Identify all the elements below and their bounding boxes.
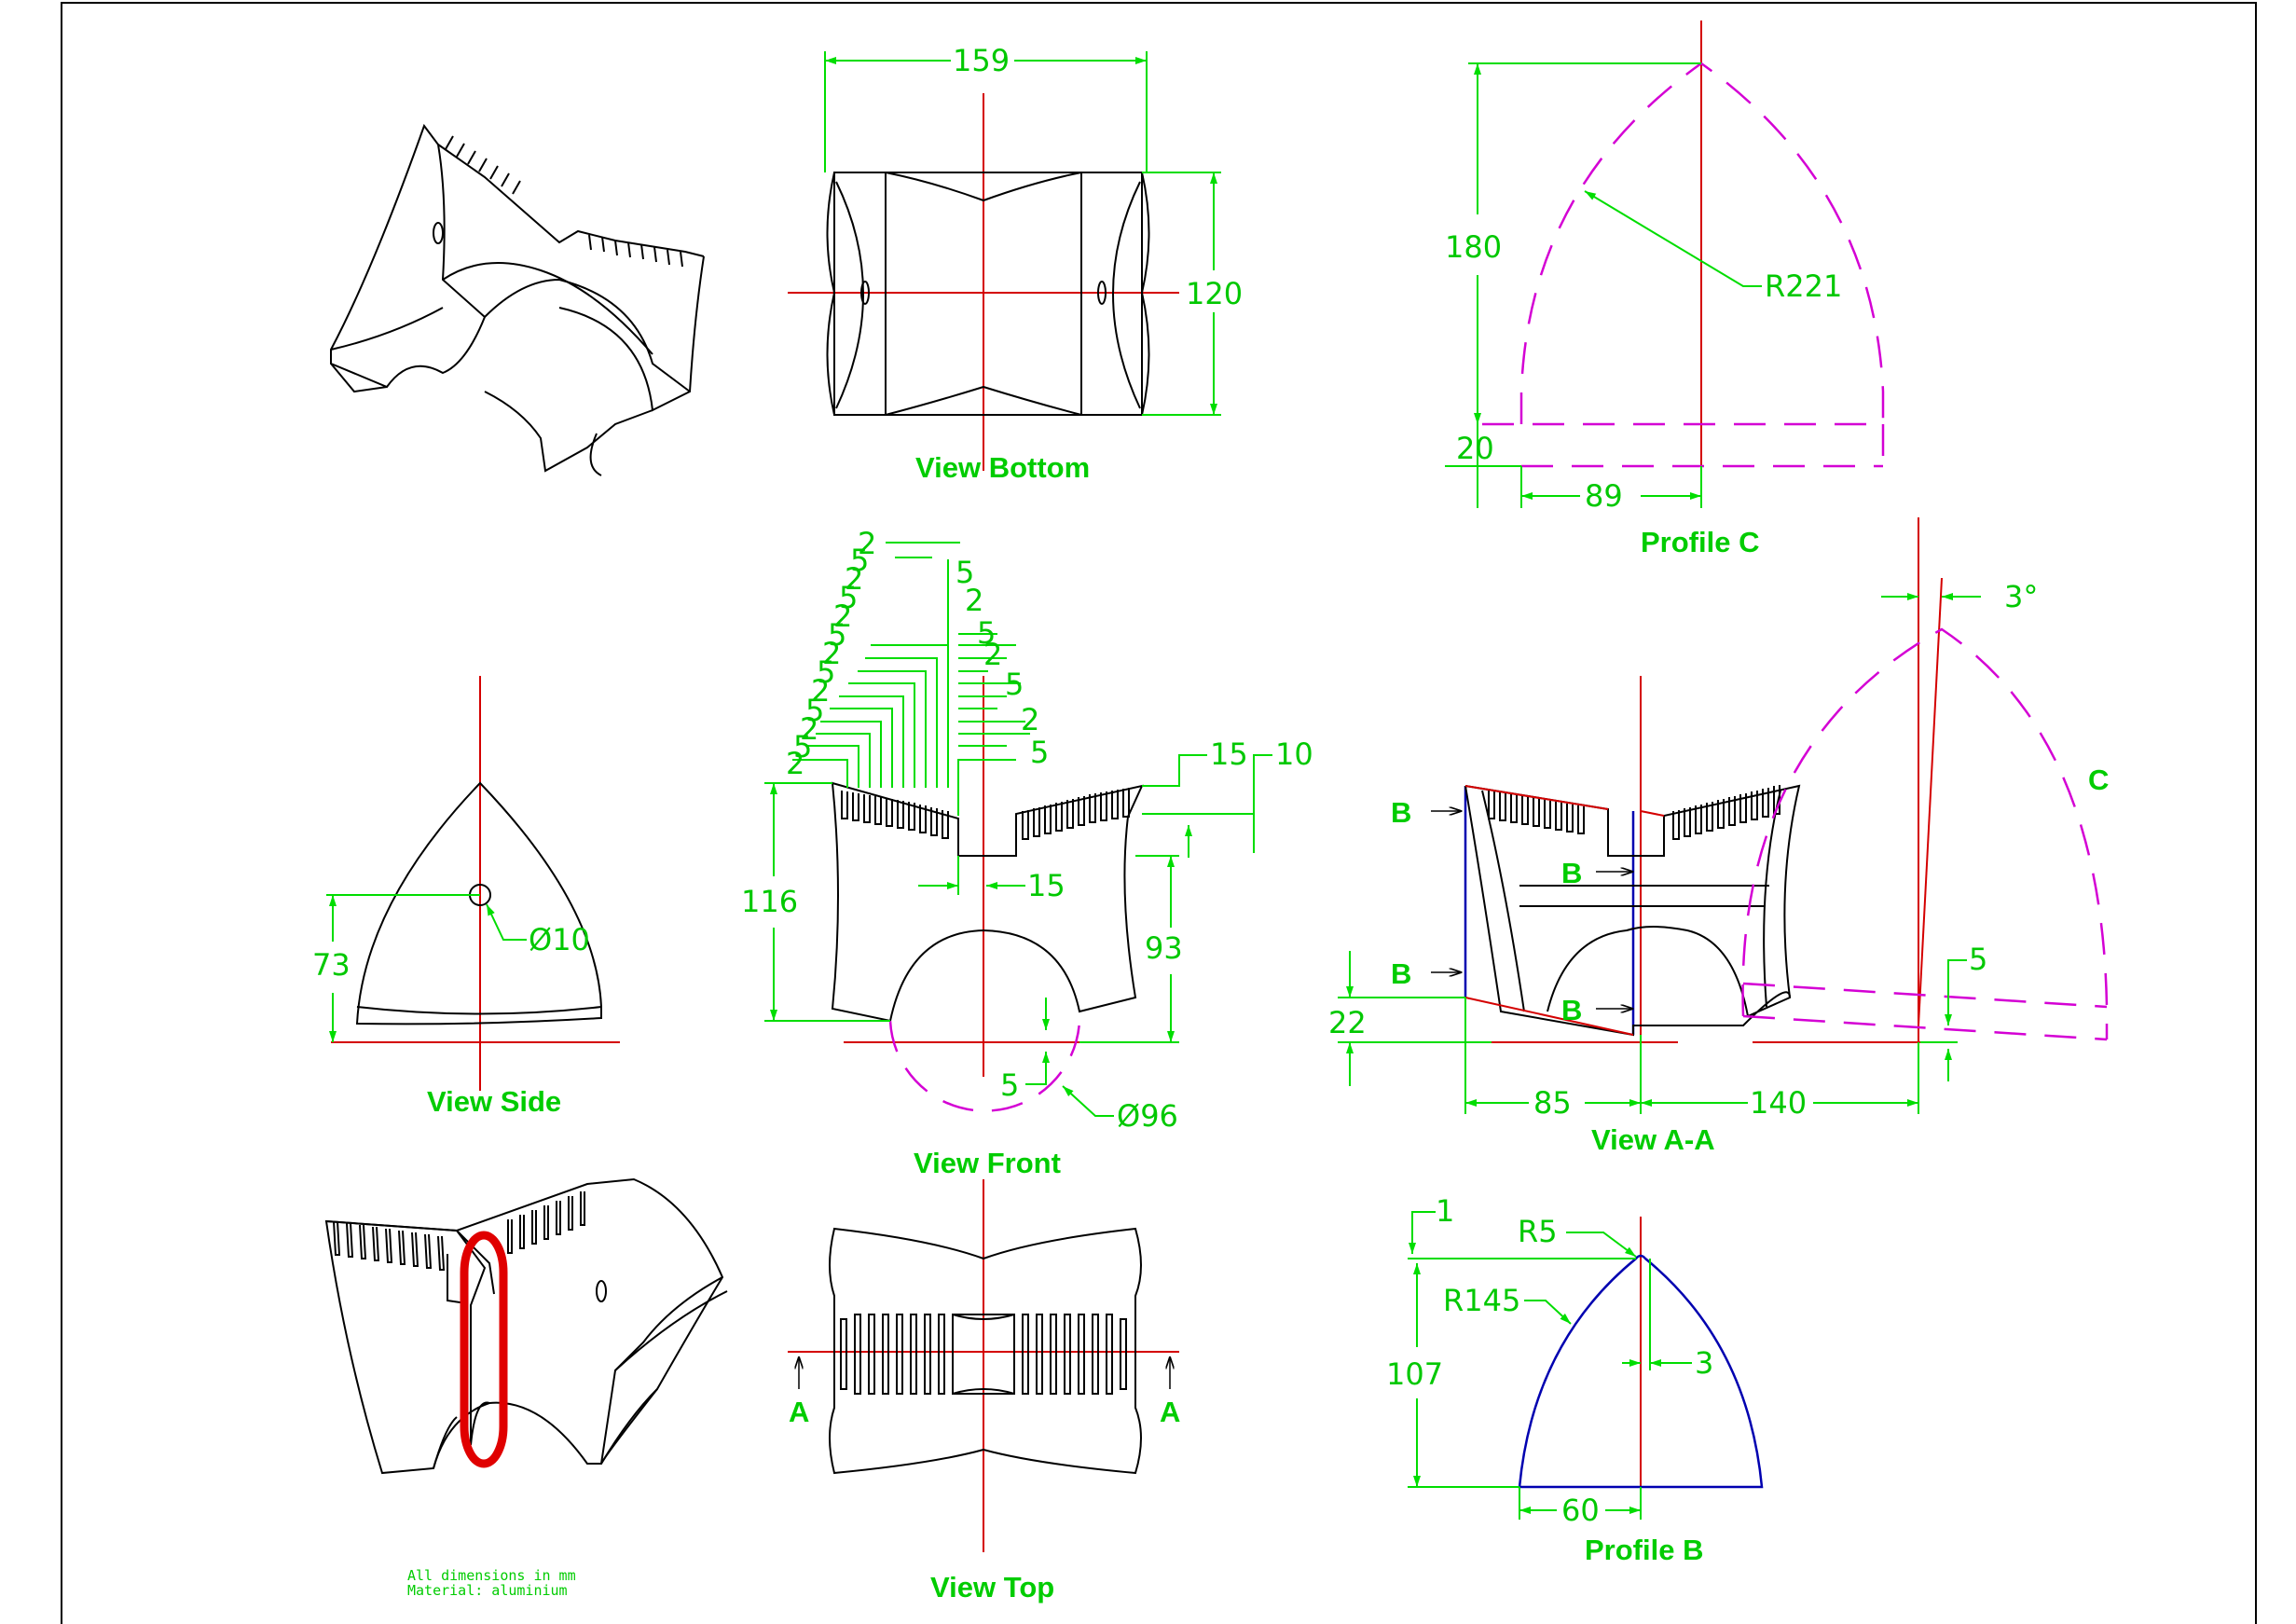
dim-section-base-height: 22 (1328, 1005, 1367, 1040)
isometric-view-bottom (324, 1177, 728, 1475)
dim-front-height-right: 93 (1145, 930, 1183, 966)
fin-pitch-13: 2 (858, 526, 876, 561)
fin-pitch-10: 5 (839, 580, 858, 615)
note-material: Material: aluminium (407, 1582, 568, 1599)
section-marker-a-right: A (1160, 1396, 1180, 1428)
dim-front-arc-offset: 5 (1000, 1067, 1019, 1103)
dim-profile-b-tip-radius: R5 (1518, 1214, 1558, 1249)
section-marker-a-left: A (789, 1396, 809, 1428)
dim-profile-b-top-offset: 1 (1436, 1193, 1454, 1229)
dim-bottom-height: 120 (1186, 276, 1243, 311)
cut-label-b-1: B (1391, 796, 1411, 829)
cut-label-b-2: B (1391, 957, 1411, 990)
dim-profile-c-height: 180 (1445, 229, 1502, 265)
fin-pitch-20: 5 (1030, 735, 1049, 770)
dim-section-offset: 5 (1969, 942, 1987, 977)
dim-profile-c-radius: R221 (1765, 268, 1842, 304)
profile-c: 180 20 89 R221 Profile C (1445, 21, 1885, 558)
dim-profile-c-base: 20 (1456, 431, 1494, 466)
isometric-view-top (330, 123, 705, 476)
iso-top-fins-b (588, 234, 683, 268)
view-section-title: View A-A (1591, 1123, 1715, 1156)
view-side: 73 Ø10 View Side (312, 676, 620, 1118)
dim-section-right: 140 (1750, 1085, 1807, 1121)
fin-pitch-17: 2 (983, 637, 1002, 672)
dim-front-fin-depth: 15 (1210, 736, 1248, 772)
highlight-marker (460, 1231, 508, 1468)
drawing-notes: All dimensions in mm Material: aluminium (407, 1567, 576, 1599)
fin-pitch-5: 2 (811, 673, 830, 709)
sheet-border (61, 2, 2257, 1624)
note-units: All dimensions in mm (407, 1567, 576, 1584)
dim-front-arc-diameter: Ø96 (1117, 1098, 1178, 1134)
profile-c-marker: C (2088, 764, 2109, 796)
fin-pitch-14: 5 (956, 555, 974, 590)
cut-label-b-3: B (1561, 857, 1582, 889)
dim-front-slot-width: 15 (1027, 868, 1066, 903)
view-front: 2 5 2 5 2 5 2 5 2 5 2 5 2 5 2 5 2 5 2 5 … (741, 526, 1313, 1179)
dim-side-hole-diameter: Ø10 (529, 922, 590, 957)
view-top: A A View Top (788, 1179, 1180, 1603)
fin-pitch-15: 2 (965, 583, 983, 618)
fin-pitch-18: 5 (1005, 667, 1024, 702)
fin-pitch-19: 2 (1021, 702, 1039, 737)
view-bottom-title: View Bottom (915, 451, 1090, 484)
cut-label-b-4: B (1561, 994, 1582, 1026)
section-fins-left (1488, 791, 1585, 834)
fin-pitch-8: 5 (828, 617, 846, 653)
dim-profile-b-radius: R145 (1443, 1283, 1520, 1318)
iso-bottom-fins-left (333, 1220, 446, 1271)
dim-profile-b-height: 107 (1386, 1356, 1443, 1392)
fin-pitch-3: 2 (800, 711, 818, 747)
dim-section-angle: 3° (2004, 579, 2038, 614)
view-top-title: View Top (930, 1571, 1054, 1603)
view-bottom: 159 120 View Bottom (788, 43, 1243, 484)
fin-pitch-1: 2 (786, 746, 804, 781)
iso-top-fins-a (445, 135, 521, 195)
view-side-title: View Side (427, 1085, 561, 1118)
dim-section-left: 85 (1533, 1085, 1572, 1121)
dim-side-hole-height: 73 (312, 947, 351, 983)
fin-pitch-11: 2 (845, 561, 863, 597)
view-front-title: View Front (914, 1147, 1061, 1179)
top-fins-right (1022, 1314, 1127, 1395)
section-fins-right (1672, 785, 1780, 840)
fin-pitch-4: 5 (805, 693, 824, 728)
fin-pitch-7: 2 (822, 636, 841, 671)
dim-profile-b-tip-offset: 3 (1695, 1345, 1713, 1381)
front-fins-left (841, 791, 949, 839)
dim-profile-b-halfwidth: 60 (1561, 1493, 1600, 1528)
fin-pitch-2: 5 (793, 729, 812, 764)
dim-front-fin-depth-right: 10 (1275, 736, 1313, 772)
top-fins-left (840, 1314, 945, 1395)
profile-c-title: Profile C (1641, 526, 1759, 558)
dim-front-height-left: 116 (741, 884, 798, 919)
fin-pitch-16: 5 (977, 615, 996, 651)
dim-profile-c-halfwidth: 89 (1585, 478, 1623, 514)
fin-pitch-ladder (792, 542, 1030, 816)
view-section-aa: B B B B C 3° 5 22 85 140 View A-A (1328, 517, 2109, 1156)
fin-pitch-9: 2 (833, 599, 852, 634)
front-fins-right (1022, 788, 1130, 840)
iso-bottom-fins-right (507, 1191, 585, 1254)
dim-bottom-width: 159 (953, 43, 1010, 78)
profile-b: 1 107 R5 R145 3 60 Profile B (1386, 1193, 1764, 1566)
fin-pitch-6: 5 (817, 654, 835, 690)
profile-b-title: Profile B (1585, 1534, 1703, 1566)
fin-pitch-12: 5 (850, 543, 869, 578)
